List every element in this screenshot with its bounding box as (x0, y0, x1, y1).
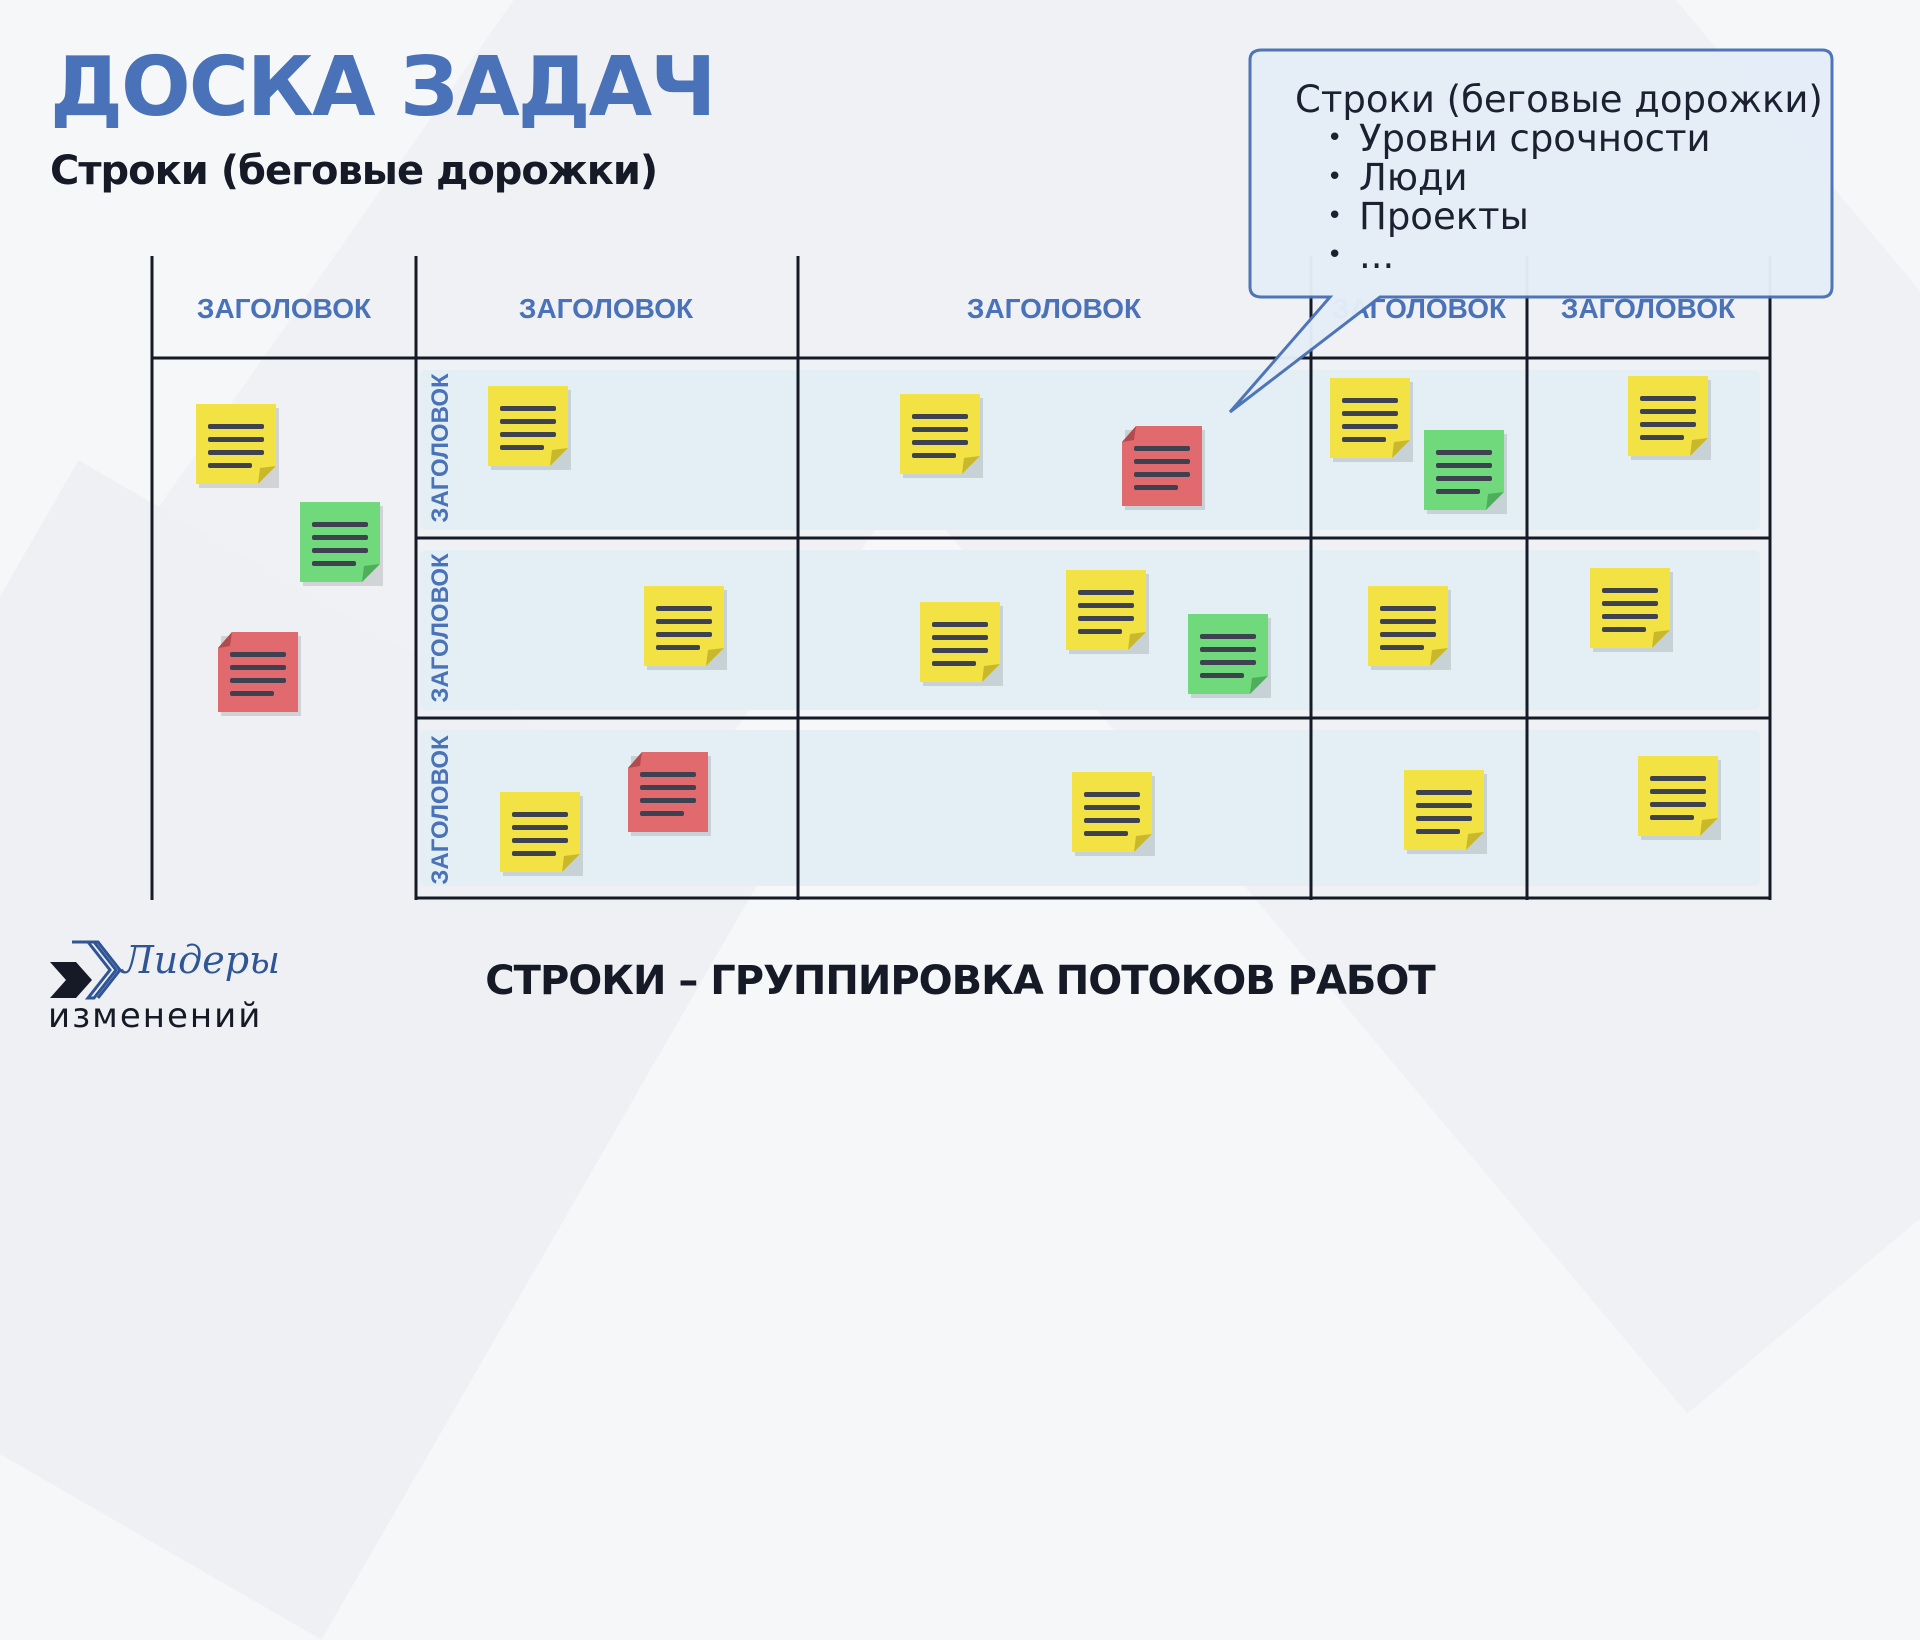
sticky-note[interactable] (920, 602, 1003, 686)
sticky-note[interactable] (1072, 772, 1155, 856)
sticky-note[interactable] (1404, 770, 1487, 854)
logo-word-text: изменений (48, 996, 263, 1036)
row-header: ЗАГОЛОВОК (427, 373, 454, 523)
row-header: ЗАГОЛОВОК (427, 553, 454, 703)
sticky-note[interactable] (1330, 378, 1413, 462)
sticky-note[interactable] (196, 404, 279, 488)
sticky-note[interactable] (1066, 570, 1149, 654)
sticky-note[interactable] (1122, 426, 1205, 510)
callout-content: Строки (беговые дорожки) Уровни срочност… (1295, 80, 1823, 275)
logo-script-text: Лидеры (122, 938, 281, 982)
callout-item: Проекты (1327, 197, 1823, 236)
logo-chevron-icon (50, 940, 122, 1000)
callout-list: Уровни срочности Люди Проекты ... (1295, 119, 1823, 275)
sticky-note[interactable] (1628, 376, 1711, 460)
sticky-note[interactable] (900, 394, 983, 478)
callout-item: ... (1327, 236, 1823, 275)
sticky-note[interactable] (644, 586, 727, 670)
sticky-note[interactable] (1638, 756, 1721, 840)
sticky-note[interactable] (488, 386, 571, 470)
sticky-note[interactable] (500, 792, 583, 876)
column-header: ЗАГОЛОВОК (519, 293, 694, 324)
swimlane-background (420, 370, 1760, 530)
board-grid (150, 256, 1772, 900)
sticky-note[interactable] (1368, 586, 1451, 670)
sticky-note[interactable] (1188, 614, 1271, 698)
callout-heading: Строки (беговые дорожки) (1295, 78, 1823, 121)
footer-caption: СТРОКИ – ГРУППИРОВКА ПОТОКОВ РАБОТ (485, 958, 1435, 1004)
row-header: ЗАГОЛОВОК (427, 735, 454, 885)
sticky-note[interactable] (300, 502, 383, 586)
sticky-note[interactable] (1424, 430, 1507, 514)
callout-item: Уровни срочности (1327, 119, 1823, 158)
column-header: ЗАГОЛОВОК (197, 293, 372, 324)
callout-item: Люди (1327, 158, 1823, 197)
page-subtitle: Строки (беговые дорожки) (50, 148, 658, 194)
sticky-note[interactable] (1590, 568, 1673, 652)
column-header: ЗАГОЛОВОК (967, 293, 1142, 324)
sticky-note[interactable] (628, 752, 711, 836)
page-title: ДОСКА ЗАДАЧ (50, 40, 716, 135)
sticky-note[interactable] (218, 632, 301, 716)
